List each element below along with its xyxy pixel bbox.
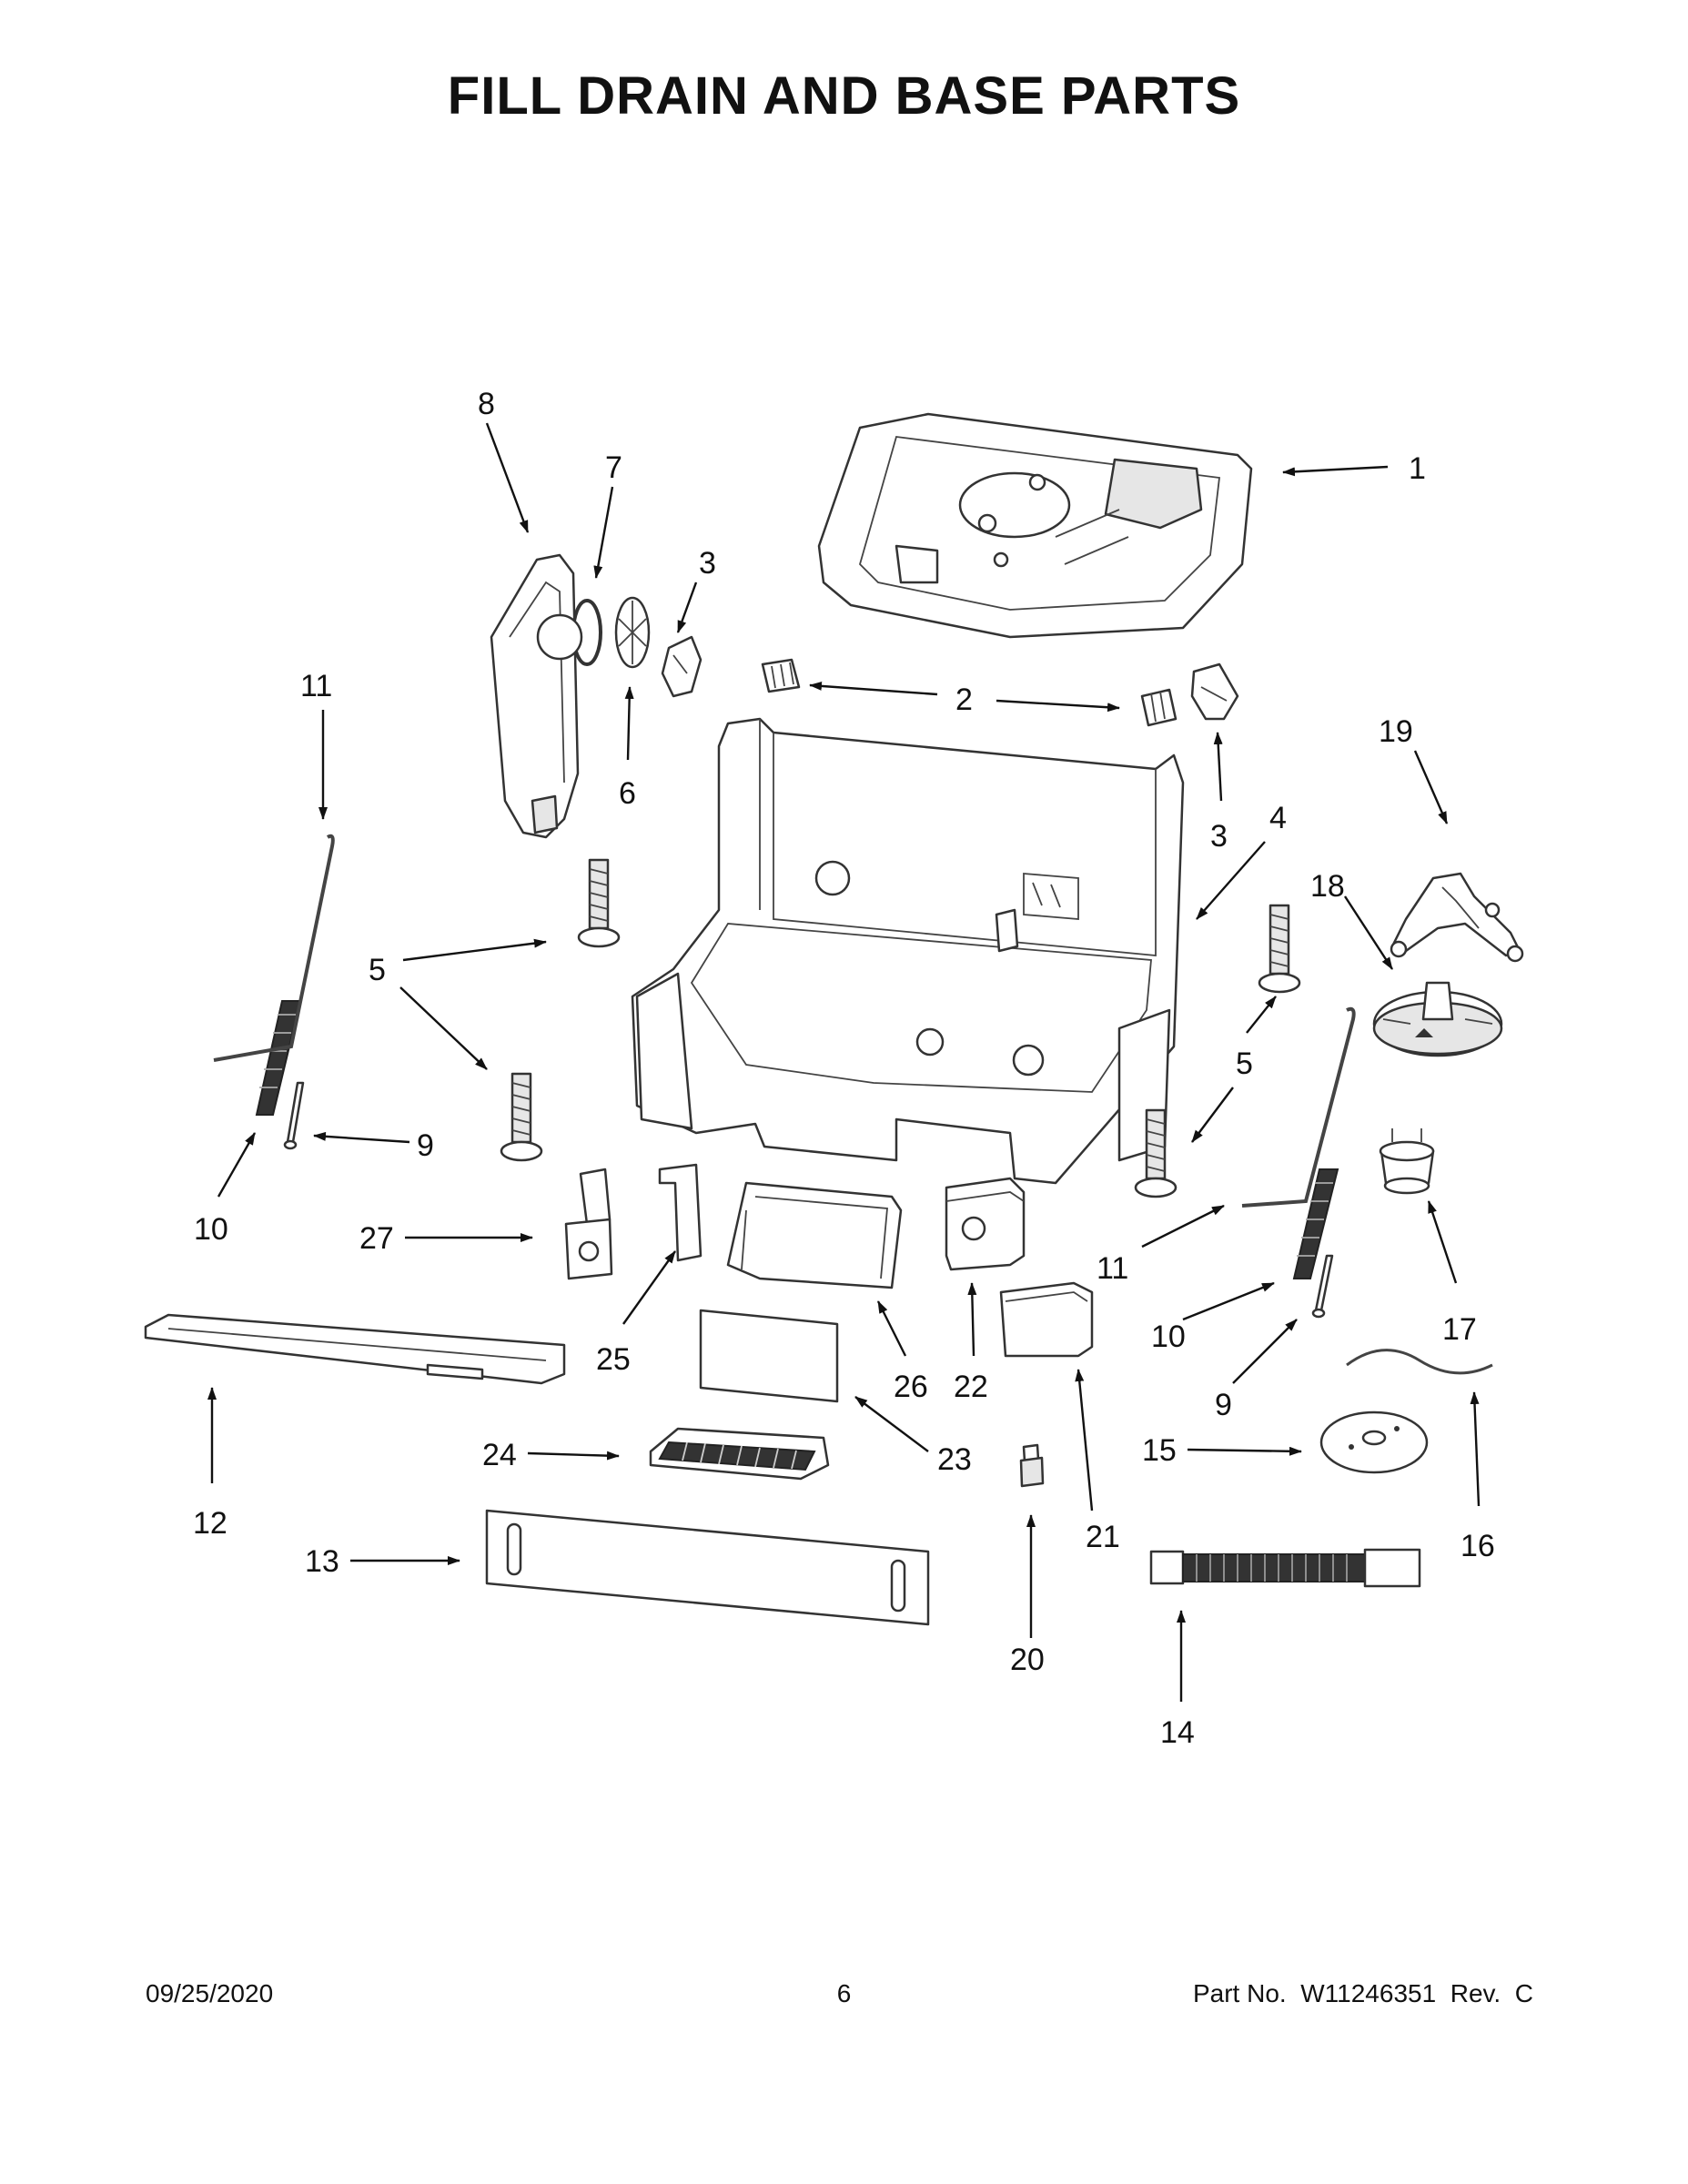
callout-10-a: 10 [194,1212,228,1247]
callout-2: 2 [955,682,973,717]
footer-page-number: 6 [836,1979,852,2007]
callout-14: 14 [1160,1715,1195,1750]
callout-19: 19 [1379,714,1413,749]
part-1-base-cover [817,412,1253,639]
callout-5-a: 5 [369,953,386,987]
callout-18: 18 [1310,869,1345,904]
part-21-cover [999,1281,1094,1358]
page-title: FILL DRAIN AND BASE PARTS [447,66,1241,126]
part-19-arm-assembly [1390,872,1524,963]
callout-labels: 1 2 3 3 4 5 5 6 7 8 9 9 10 10 11 11 12 1… [193,387,1495,1750]
callout-10-b: 10 [1151,1320,1186,1354]
callout-3-b: 3 [1210,819,1228,854]
part-10-springs [255,1000,1339,1279]
part-13-toe-panel [485,1509,930,1626]
part-5-leveling-legs [500,858,1301,1198]
callout-25: 25 [596,1342,631,1377]
callout-11-a: 11 [300,669,332,703]
callout-16: 16 [1461,1529,1495,1563]
callout-arrows [207,422,1481,1702]
callout-24: 24 [482,1438,517,1472]
part-18-spray-base [1372,981,1503,1057]
callout-17: 17 [1442,1312,1477,1347]
part-23-board [699,1309,839,1403]
part-27-valve [564,1168,613,1280]
callout-13: 13 [305,1544,339,1579]
callout-3-a: 3 [699,546,716,581]
part-20-connector [1019,1443,1045,1488]
callout-9-b: 9 [1215,1388,1232,1422]
part-17-cup [1379,1128,1435,1195]
callout-20: 20 [1010,1643,1045,1677]
part-14-drain-hose [1149,1548,1421,1588]
callout-7: 7 [605,450,622,485]
part-9-screws [283,1081,1334,1319]
callout-23: 23 [937,1442,972,1477]
footer-part-number: Part No. W11246351 Rev. C [1192,1979,1533,2007]
footer-date: 09/25/2020 [146,1979,274,2007]
part-3-brackets [661,635,1239,721]
callout-22: 22 [954,1370,988,1404]
part-2-clips [761,658,1178,727]
callout-6: 6 [619,776,636,811]
part-4-tub-base [631,717,1185,1185]
callout-5-b: 5 [1236,1046,1253,1081]
part-24-grille [649,1427,830,1481]
part-6-7-seal-parts [571,596,651,669]
part-25-bracket [658,1163,702,1262]
callout-27: 27 [359,1221,394,1256]
part-22-junction-box [945,1177,1026,1271]
callout-12: 12 [193,1506,227,1541]
callout-11-b: 11 [1097,1251,1128,1286]
part-16-wire [1346,1349,1493,1375]
part-11-rods [213,834,1356,1208]
callout-9-a: 9 [417,1128,434,1163]
part-8-housing [490,553,583,839]
callout-8: 8 [478,387,495,421]
callout-26: 26 [894,1370,928,1404]
callout-4: 4 [1269,801,1287,835]
callout-21: 21 [1086,1520,1120,1554]
callout-1: 1 [1409,451,1426,486]
callout-15: 15 [1142,1433,1177,1468]
part-26-control-housing [726,1181,903,1289]
part-12-rail [144,1313,566,1385]
part-15-disk [1319,1410,1429,1474]
